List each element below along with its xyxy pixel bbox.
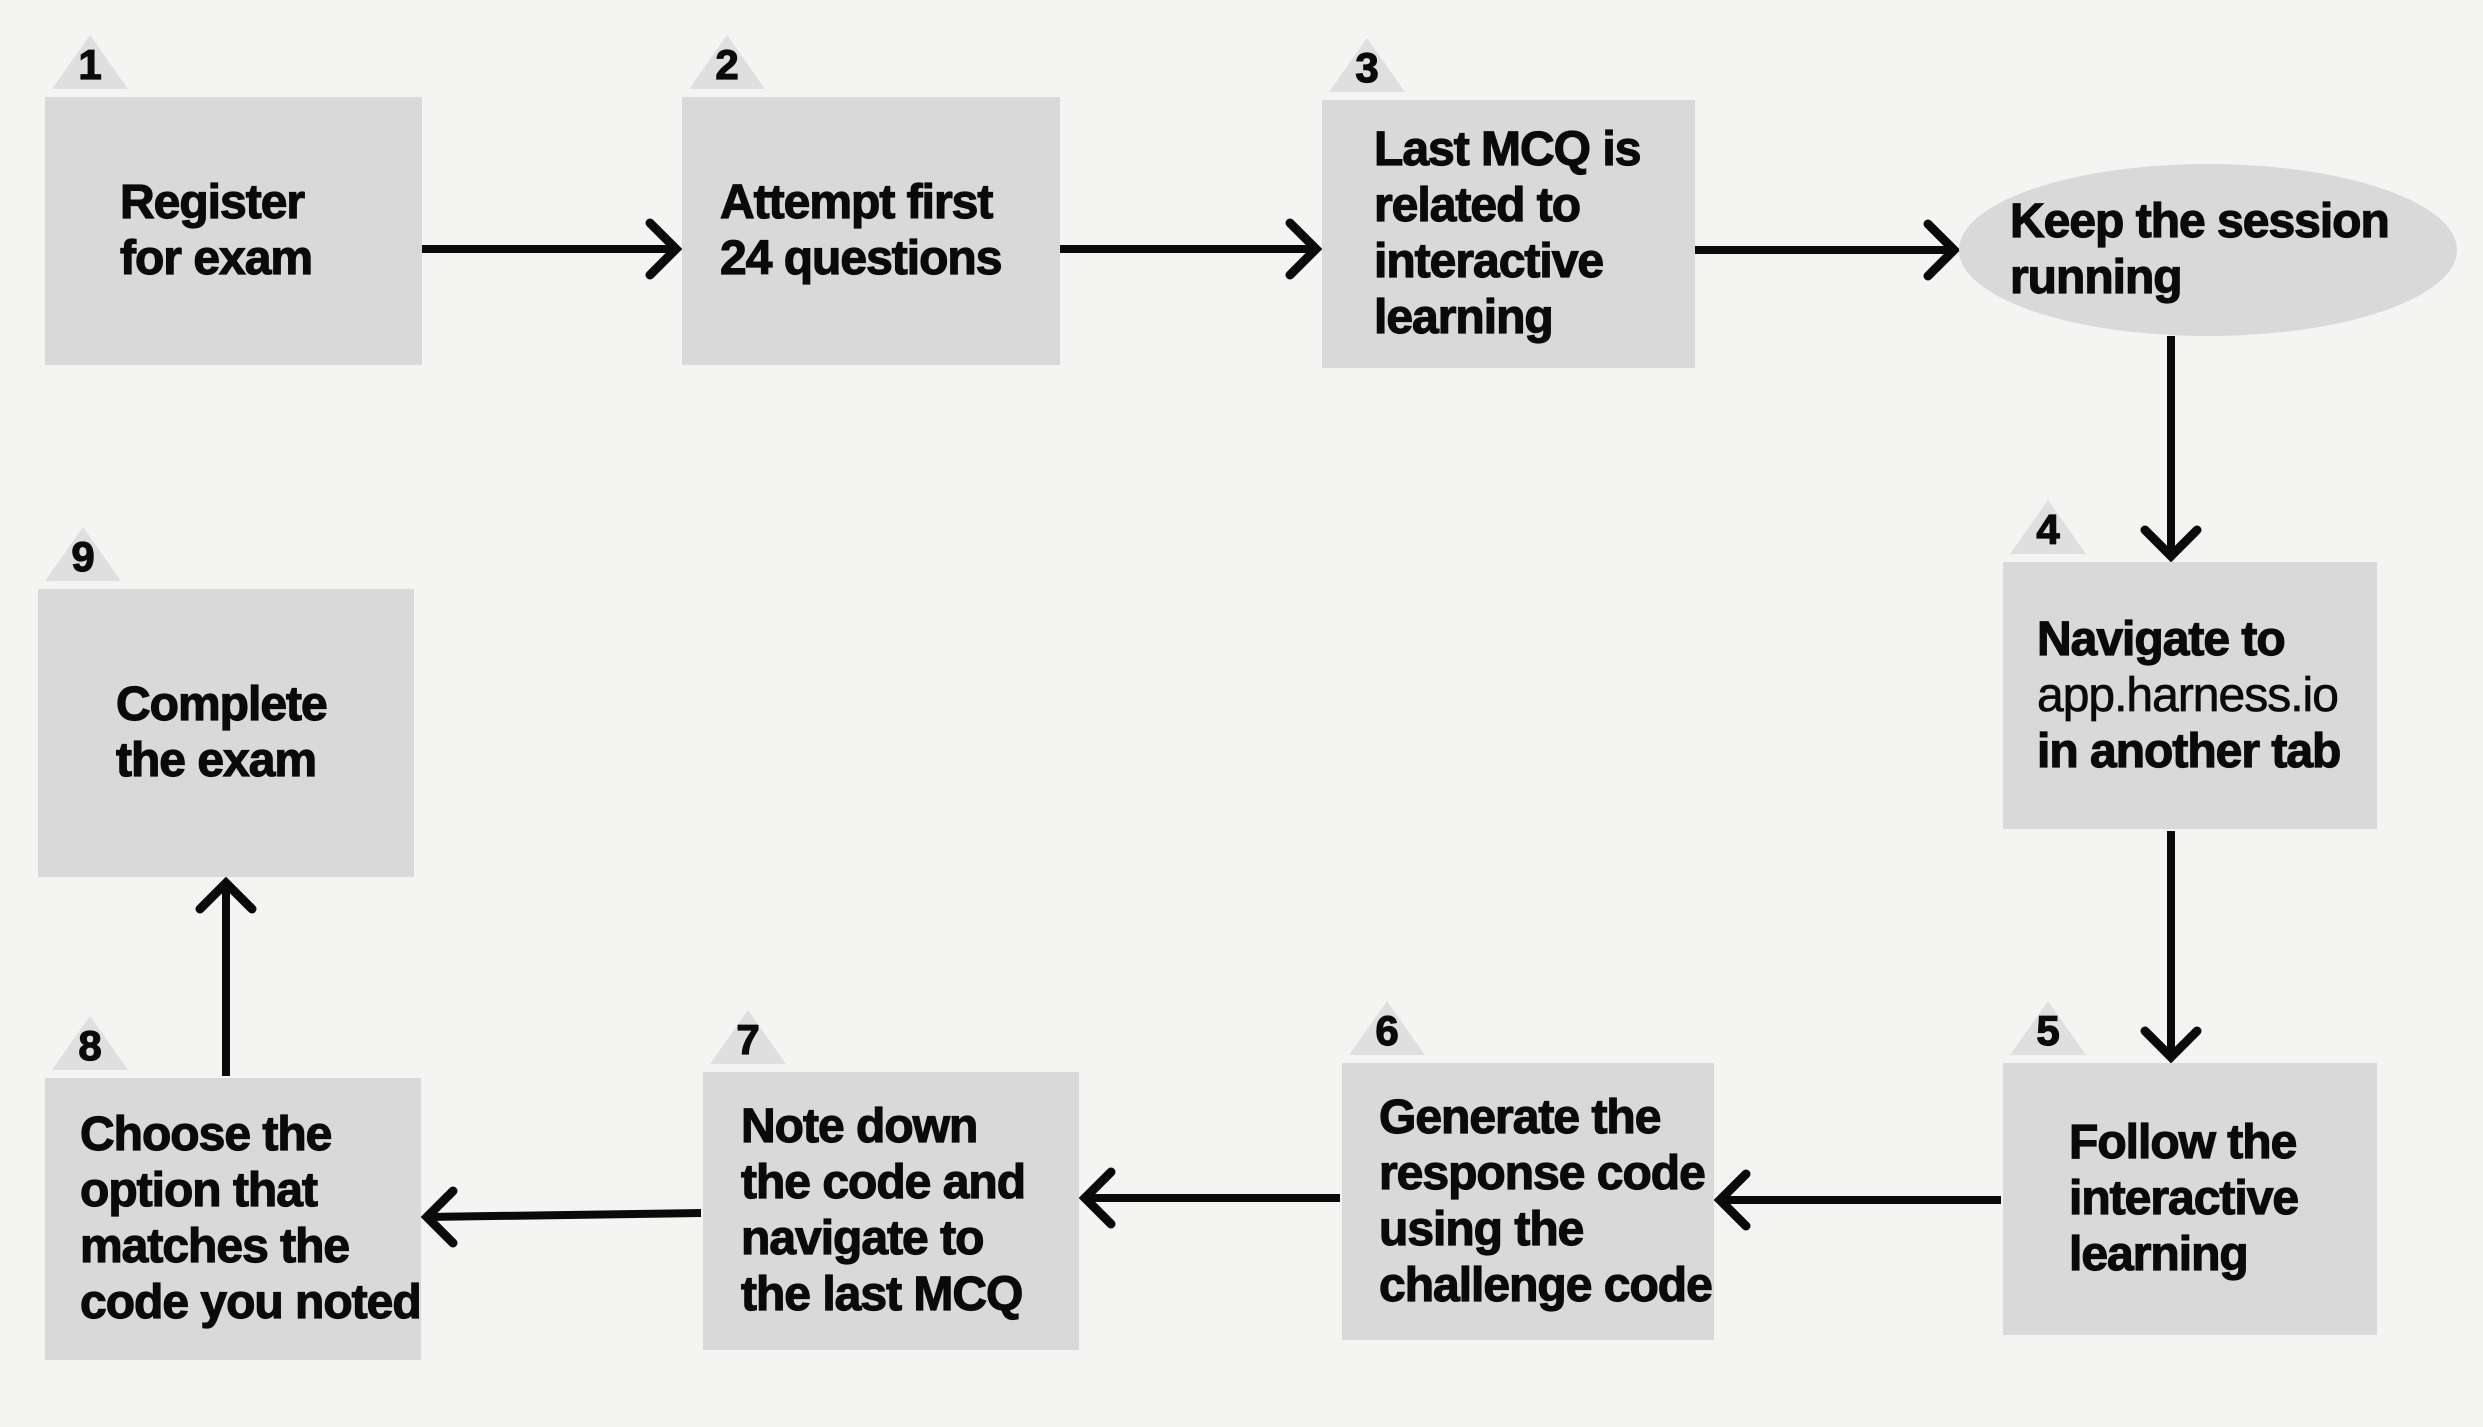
step-1-number: 1 bbox=[78, 41, 103, 88]
step-7-marker: 7 bbox=[710, 1010, 786, 1064]
step-2-number: 2 bbox=[715, 41, 740, 88]
step-3-number: 3 bbox=[1355, 44, 1380, 91]
arrowhead-step4-step5 bbox=[2140, 1026, 2202, 1064]
arrowhead-session-step4 bbox=[2140, 525, 2202, 563]
arrowhead-step1-step2 bbox=[645, 218, 683, 280]
step-3-marker: 3 bbox=[1329, 38, 1405, 92]
arrowhead-step6-step7 bbox=[1078, 1167, 1116, 1229]
step-1-marker: 1 bbox=[52, 35, 128, 89]
step-5-number: 5 bbox=[2036, 1007, 2061, 1054]
arrowhead-step2-step3 bbox=[1285, 218, 1323, 280]
step-7-number: 7 bbox=[736, 1016, 761, 1063]
step-4-box: 4 Navigate to app.harness.io in another … bbox=[2003, 500, 2377, 829]
arrowhead-step3-session bbox=[1923, 219, 1961, 281]
step-4-marker: 4 bbox=[2010, 500, 2086, 554]
arrowhead-step7-step8 bbox=[420, 1186, 458, 1248]
step-6-number: 6 bbox=[1375, 1007, 1400, 1054]
step-6-marker: 6 bbox=[1349, 1001, 1425, 1055]
step-4-number: 4 bbox=[2036, 506, 2061, 553]
step-2-marker: 2 bbox=[689, 35, 765, 89]
step-8-number: 8 bbox=[78, 1022, 103, 1069]
step-4-label: Navigate to app.harness.io in another ta… bbox=[2036, 612, 2342, 780]
step-9-number: 9 bbox=[71, 533, 96, 580]
step-8-marker: 8 bbox=[52, 1016, 128, 1070]
step-4-line-2: app.harness.io bbox=[2037, 668, 2340, 722]
step-9-marker: 9 bbox=[45, 527, 121, 581]
step-4-line-1: Navigate to bbox=[2036, 612, 2286, 666]
arrowhead-step5-step6 bbox=[1713, 1169, 1751, 1231]
step-5-marker: 5 bbox=[2010, 1001, 2086, 1055]
connector-step7-step8 bbox=[426, 1209, 702, 1221]
step-4-line-3: in another tab bbox=[2036, 724, 2342, 778]
arrowhead-step8-step9 bbox=[195, 876, 257, 914]
